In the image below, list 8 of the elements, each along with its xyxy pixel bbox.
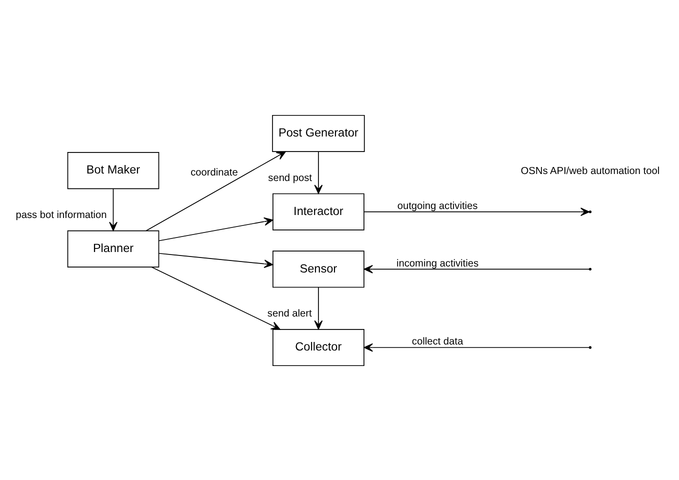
label: OSNs API/web automation tool bbox=[520, 166, 660, 177]
edge-label: collect data bbox=[412, 336, 464, 348]
edge-label: send post bbox=[268, 172, 312, 184]
edge-label: coordinate bbox=[190, 166, 238, 178]
edge-label: outgoing activities bbox=[397, 200, 478, 212]
edge-label: pass bot information bbox=[16, 209, 107, 220]
edge-label: incoming activities bbox=[396, 258, 479, 269]
edge-label: send alert bbox=[267, 308, 312, 320]
